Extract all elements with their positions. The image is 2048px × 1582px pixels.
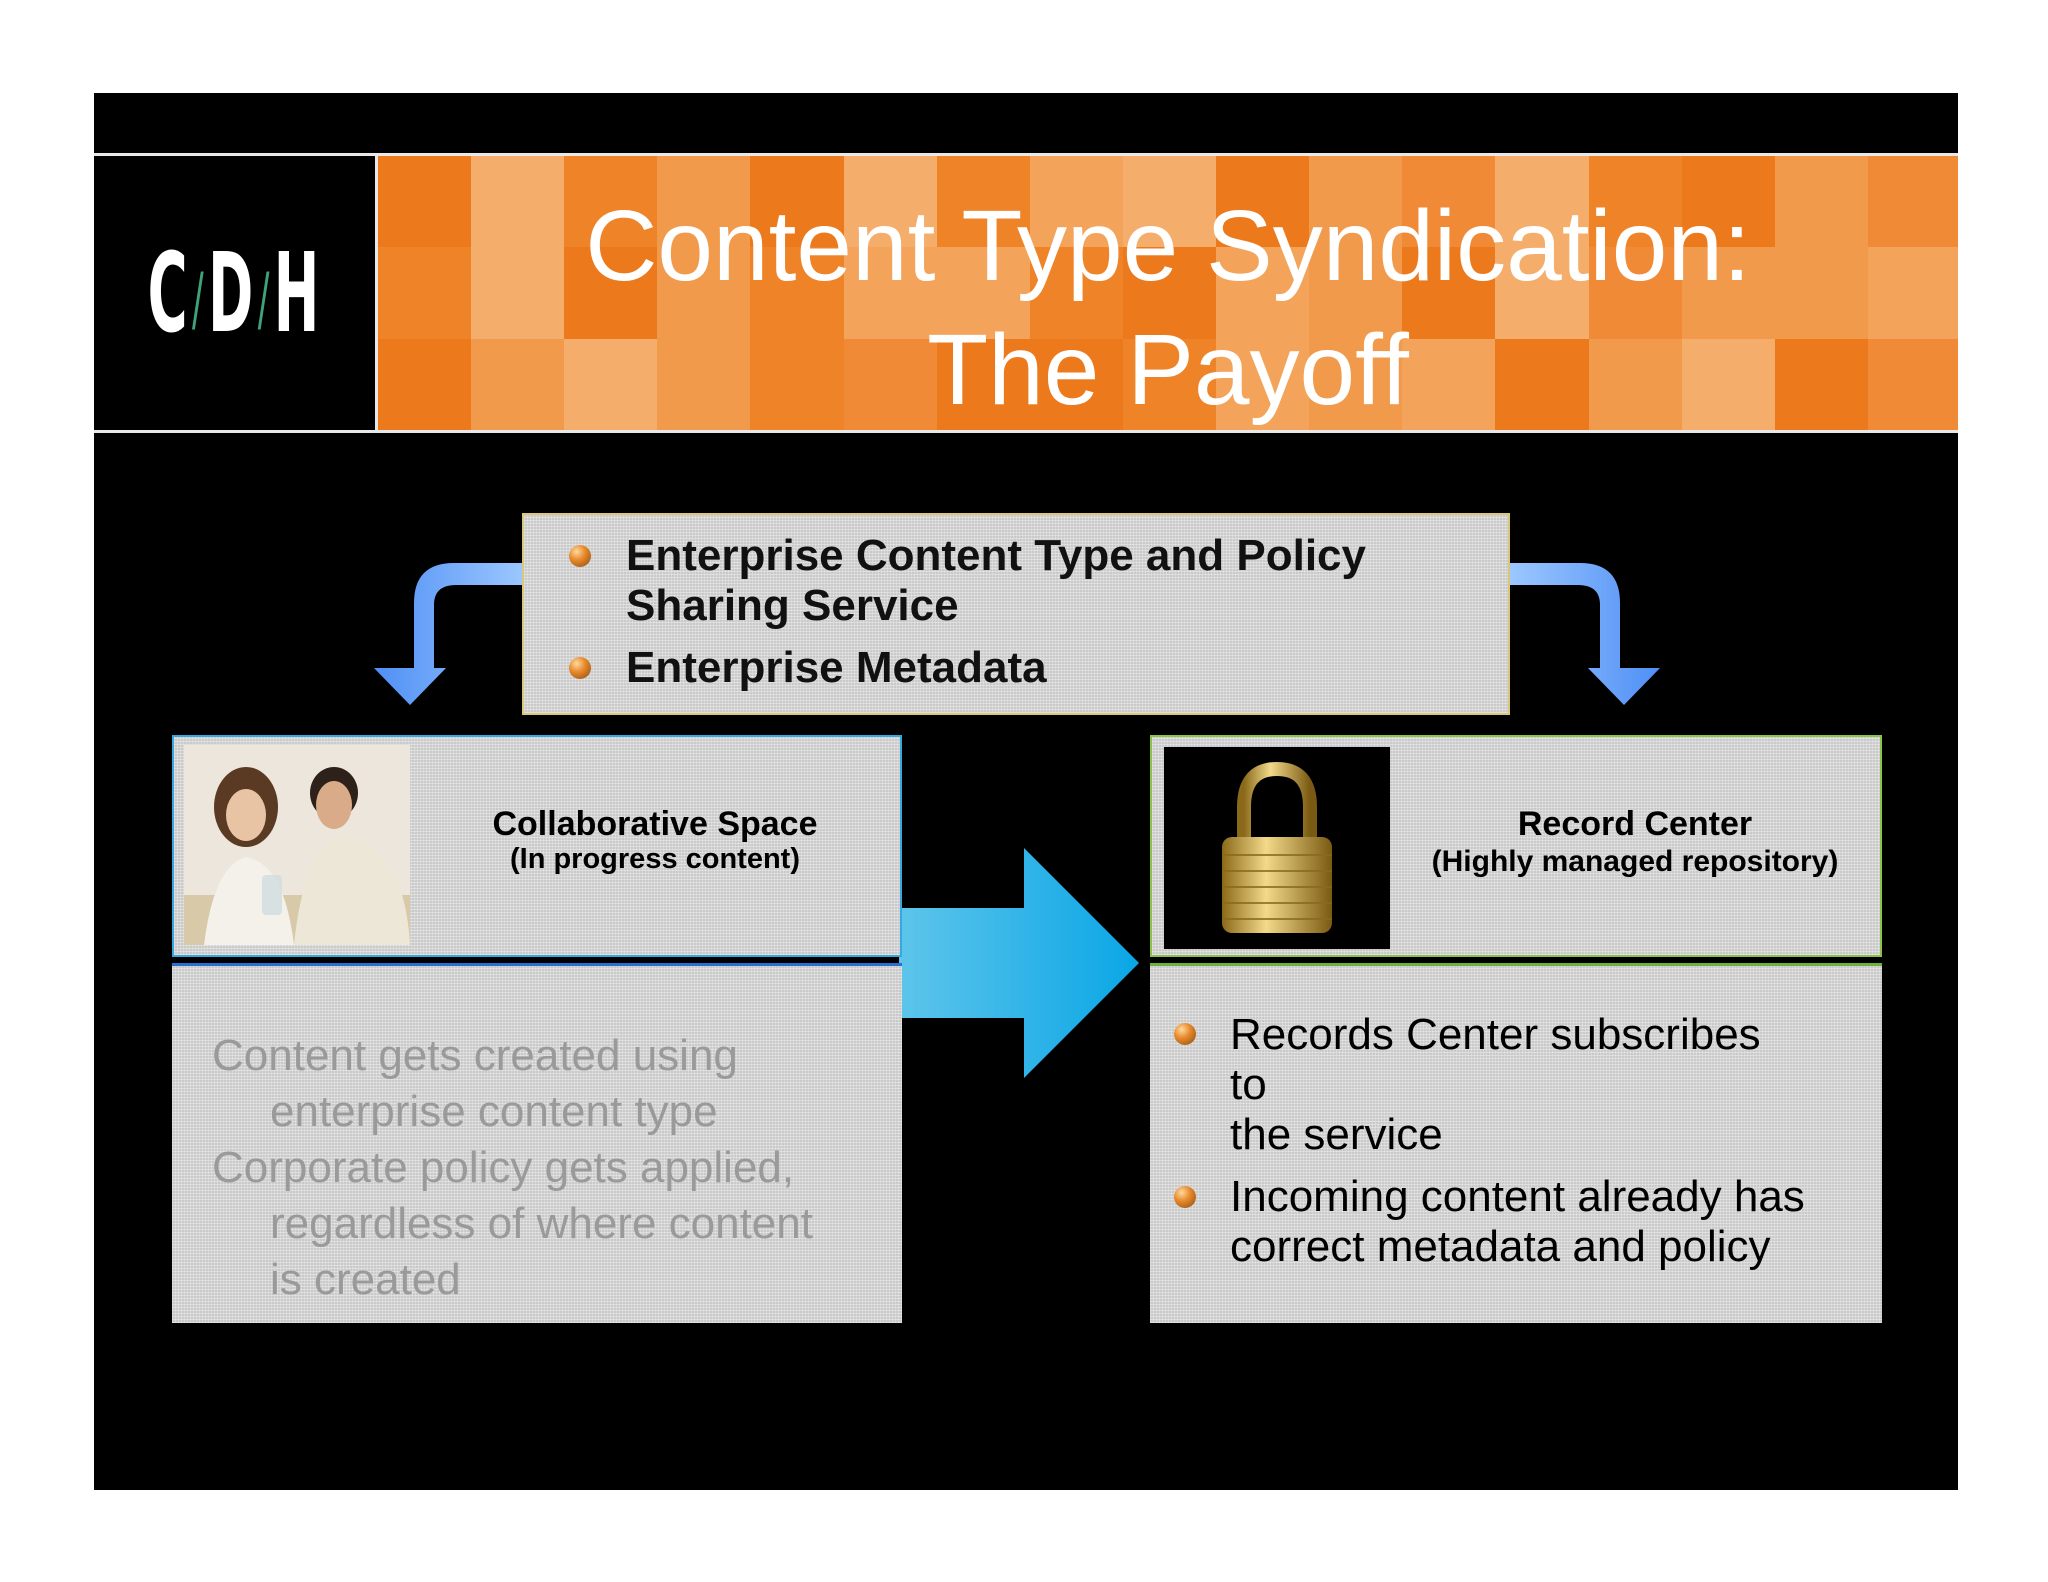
mosaic-tile — [1402, 247, 1497, 340]
collaborative-subtitle: (In progress content) — [509, 843, 800, 875]
mosaic-tile — [1588, 247, 1683, 340]
people-photo-drawing — [184, 745, 410, 945]
mosaic-tile — [1029, 156, 1124, 249]
mosaic-tile — [936, 338, 1031, 430]
curved-arrow-left — [374, 563, 524, 705]
record-center-subtitle: (Highly managed repository) — [1431, 845, 1839, 878]
mosaic-tile — [1029, 247, 1124, 340]
mosaic-tile — [1588, 338, 1683, 430]
mosaic-tile — [750, 156, 845, 249]
mosaic-tile — [750, 247, 845, 340]
mosaic-tile — [657, 247, 752, 340]
slide-title-line1: Content Type Syndication: — [585, 190, 1751, 302]
mosaic-tile — [1029, 338, 1124, 430]
mosaic-tile — [1216, 247, 1311, 340]
collaborative-title: Collaborative Space — [492, 805, 818, 843]
mosaic-tile — [657, 338, 752, 430]
service-item-1: Enterprise Content Type and Policy Shari… — [626, 531, 1366, 630]
slide-title: Content Type Syndication: The Payoff — [378, 184, 1958, 430]
mosaic-tile — [1309, 247, 1404, 340]
mosaic-tile — [564, 156, 659, 249]
mosaic-tile — [843, 247, 938, 340]
bullet-dot — [569, 545, 591, 567]
mosaic-tile — [1122, 338, 1218, 430]
mosaic-tile — [378, 247, 473, 340]
mosaic-tile — [378, 338, 473, 430]
curved-arrows — [374, 563, 1660, 705]
mosaic-tile — [1122, 247, 1218, 340]
mosaic-tile — [1216, 338, 1311, 430]
slide-title-line2: The Payoff — [927, 314, 1409, 426]
mosaic-tile — [936, 247, 1031, 340]
mosaic-tile — [1681, 156, 1776, 249]
curved-arrow-right — [1510, 563, 1660, 705]
mosaic-tile — [1681, 247, 1776, 340]
logo-text: C/D/H — [148, 229, 321, 357]
people-photo-icon — [184, 745, 410, 945]
record-center-header-panel: Record Center (Highly managed repository… — [1150, 735, 1882, 957]
bullet-dot — [569, 657, 591, 679]
mosaic-tile — [1402, 338, 1497, 430]
mosaic-tile — [1122, 156, 1218, 249]
padlock-icon — [1164, 747, 1390, 949]
mosaic-tile — [1774, 247, 1869, 340]
service-item-2: Enterprise Metadata — [626, 643, 1047, 692]
mosaic-tile — [564, 247, 659, 340]
mosaic-tile — [1588, 156, 1683, 249]
mosaic-tile — [471, 247, 566, 340]
mosaic-tile — [843, 338, 938, 430]
record-center-title: Record Center — [1517, 805, 1753, 843]
mosaic-tile — [750, 338, 845, 430]
mosaic-tile — [1867, 338, 1958, 430]
mosaic-tile — [1867, 247, 1958, 340]
mosaic-tile — [471, 156, 566, 249]
mosaic-tile — [1495, 338, 1590, 430]
mosaic-tile — [1402, 156, 1497, 249]
mosaic-tile — [1495, 156, 1590, 249]
collaborative-body: Content gets created using enterprise co… — [212, 1031, 813, 1304]
record-center-body-panel: Records Center subscribes to the service… — [1150, 963, 1882, 1323]
mosaic-tile — [1309, 156, 1404, 249]
mosaic-tile — [1495, 247, 1590, 340]
record-center-bullet-1: Records Center subscribes to the service — [1230, 1010, 1761, 1159]
title-area: Content Type Syndication: The Payoff — [375, 156, 1958, 430]
header-band: C/D/H Content Type Syndication: The Payo… — [94, 153, 1958, 433]
mosaic-tile — [1867, 156, 1958, 249]
mosaic-tile — [657, 156, 752, 249]
mosaic-tile — [1309, 338, 1404, 430]
mosaic-tile — [1216, 156, 1311, 249]
collaborative-body-panel: Content gets created using enterprise co… — [172, 963, 902, 1323]
mosaic-tile — [564, 338, 659, 430]
slide: C/D/H Content Type Syndication: The Payo… — [94, 93, 1958, 1490]
mosaic-tile — [1681, 338, 1776, 430]
bullet-dot — [1174, 1023, 1196, 1045]
mosaic-tile — [1774, 338, 1869, 430]
record-center-bullet-2: Incoming content already has correct met… — [1230, 1172, 1805, 1271]
mosaic-tile — [1774, 156, 1869, 249]
logo: C/D/H — [94, 156, 375, 430]
padlock-drawing — [1222, 761, 1332, 933]
bullet-dot — [1174, 1186, 1196, 1208]
service-panel: Enterprise Content Type and Policy Shari… — [522, 513, 1510, 715]
mosaic-tile — [843, 156, 938, 249]
title-mosaic-background — [378, 156, 1958, 430]
collaborative-header-panel: Collaborative Space (In progress content… — [172, 735, 902, 957]
mosaic-tile — [378, 156, 473, 249]
big-arrow-right — [899, 848, 1139, 1078]
mosaic-tile — [471, 338, 566, 430]
mosaic-tile — [936, 156, 1031, 249]
